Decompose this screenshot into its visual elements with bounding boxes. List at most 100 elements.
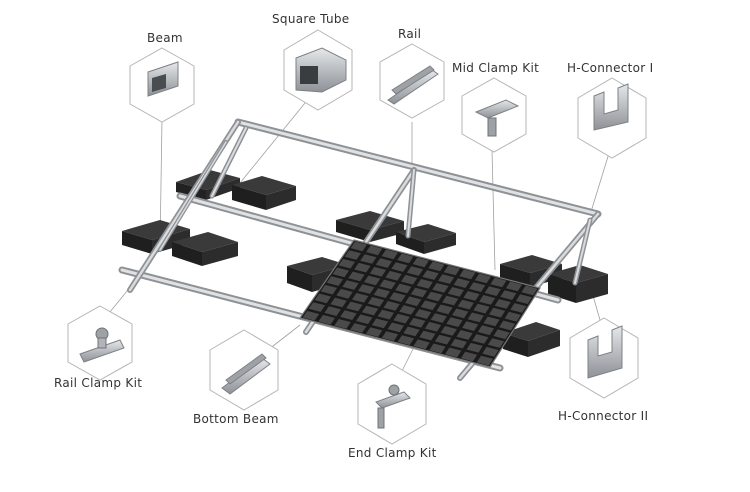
solar-cell	[419, 330, 436, 341]
solar-cell	[363, 275, 381, 286]
ballast-block	[336, 211, 404, 242]
solar-cell	[510, 303, 527, 313]
solar-cell	[375, 258, 392, 268]
solar-cell	[387, 322, 404, 333]
solar-cell	[436, 304, 453, 315]
solar-cell	[320, 284, 338, 295]
solar-cell	[430, 313, 447, 323]
hex-bottom-beam	[209, 329, 279, 411]
solar-cell	[446, 317, 463, 327]
solar-cell	[342, 280, 359, 290]
solar-cell	[445, 347, 462, 358]
solar-cell	[412, 257, 429, 268]
solar-cell	[434, 334, 452, 345]
solar-cell	[379, 279, 396, 290]
solar-cell	[494, 299, 511, 309]
solar-cell	[484, 286, 501, 296]
solar-cell	[381, 249, 398, 260]
solar-cell	[365, 327, 383, 337]
leader-h-connector-1	[589, 149, 611, 216]
label-beam: Beam	[147, 31, 183, 45]
solar-cell	[336, 288, 353, 299]
solar-cell	[459, 269, 476, 280]
solar-cell	[414, 309, 432, 319]
solar-cell	[385, 270, 402, 281]
solar-cell	[324, 306, 341, 316]
solar-cell	[515, 294, 532, 304]
label-h-connector-1: H-Connector I	[567, 61, 654, 75]
solar-cell	[350, 241, 367, 252]
leader-mid-clamp	[491, 149, 496, 271]
solar-cell	[487, 338, 505, 348]
solar-cell	[462, 321, 479, 331]
solar-cell	[450, 338, 467, 349]
panel-cells	[302, 241, 538, 366]
solar-cell	[391, 262, 408, 272]
solar-cell	[401, 274, 418, 285]
solar-cell	[389, 292, 406, 302]
solar-cell	[361, 305, 379, 316]
solar-cell	[432, 283, 449, 293]
hex-rail	[379, 43, 445, 119]
solar-cell	[453, 278, 470, 288]
label-square-tube: Square Tube	[272, 12, 350, 26]
solar-cell	[473, 303, 490, 314]
solar-cell	[409, 317, 426, 328]
solar-cell	[326, 276, 344, 286]
solar-cell	[416, 279, 433, 289]
solar-cell	[334, 319, 351, 329]
solar-cell	[504, 311, 521, 322]
solar-cell	[369, 266, 387, 277]
solar-cell	[397, 335, 414, 345]
solar-cell	[413, 339, 430, 350]
solar-cell	[426, 291, 443, 302]
solar-cell	[350, 323, 367, 333]
solar-cell	[489, 307, 506, 318]
solar-cell	[405, 296, 422, 307]
hex-end-clamp	[357, 363, 427, 445]
solar-cell	[340, 310, 357, 320]
solar-cell	[428, 261, 445, 272]
solar-cell	[354, 262, 371, 273]
solar-cell	[348, 271, 365, 282]
solar-cell	[472, 334, 489, 344]
solar-cell	[410, 287, 428, 298]
solar-cell	[500, 290, 517, 300]
ballast-block	[396, 224, 456, 254]
solar-cell	[403, 326, 420, 337]
solar-cell	[424, 321, 442, 332]
solar-cell	[429, 343, 446, 354]
label-rail: Rail	[398, 27, 422, 41]
solar-cell	[367, 297, 385, 307]
label-h-connector-2: H-Connector II	[558, 409, 649, 423]
solar-cell	[452, 308, 469, 319]
solar-cell	[493, 329, 510, 340]
hex-beam	[129, 47, 195, 123]
solar-cell	[397, 253, 414, 264]
solar-cell	[457, 299, 474, 310]
hex-rail-clamp	[67, 305, 133, 381]
solar-cell	[474, 273, 491, 284]
solar-cell	[338, 258, 355, 269]
label-end-clamp-kit: End Clamp Kit	[348, 446, 437, 460]
hex-mid-clamp	[461, 77, 527, 153]
solar-cell	[466, 342, 483, 353]
solar-cell	[377, 309, 394, 320]
solar-cell	[490, 277, 507, 288]
solar-cell	[358, 284, 375, 294]
solar-cell	[463, 291, 480, 301]
solar-cell	[440, 326, 457, 336]
solar-cell	[330, 297, 347, 308]
solar-cell	[456, 330, 473, 340]
ballast-block	[503, 322, 560, 357]
ballast-block	[232, 176, 296, 210]
solar-cell	[371, 318, 389, 329]
solar-cell	[308, 302, 326, 312]
solar-cell	[344, 250, 361, 260]
label-bottom-beam: Bottom Beam	[193, 412, 279, 426]
solar-cell	[499, 320, 516, 331]
solar-cell	[476, 355, 493, 366]
solar-cell	[318, 314, 335, 325]
hex-h-connector-1	[577, 77, 647, 159]
